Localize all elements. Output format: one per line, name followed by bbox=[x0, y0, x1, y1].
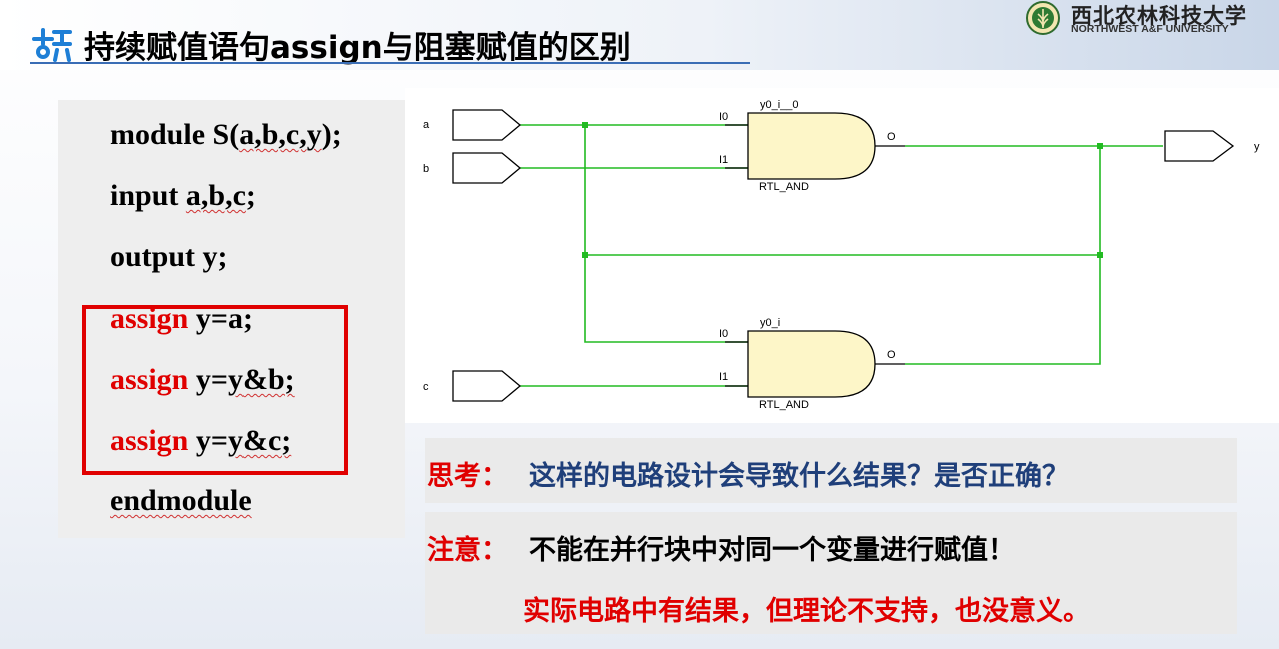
code-text: y bbox=[227, 363, 243, 396]
code-text: y= bbox=[188, 424, 228, 457]
and-gate-top: y0_i__0 I0 I1 O RTL_AND bbox=[719, 99, 905, 193]
gate-name: y0_i__0 bbox=[760, 99, 799, 111]
gate-pin: O bbox=[887, 131, 896, 143]
attention-label: 注意： bbox=[427, 535, 508, 566]
gate-pin: I1 bbox=[719, 371, 728, 383]
university-emblem-icon bbox=[1026, 1, 1060, 35]
code-text: ); bbox=[321, 118, 342, 151]
code-keyword: assign bbox=[110, 363, 189, 396]
and-gate-bottom: y0_i I0 I1 O RTL_AND bbox=[719, 317, 905, 411]
gate-pin: I0 bbox=[719, 111, 728, 123]
attention-text: 不能在并行块中对同一个变量进行赋值！ bbox=[529, 535, 1015, 566]
code-line-assign-3: assign y=y&c; bbox=[110, 424, 291, 458]
logo-chinese-name: 西北农林科技大学 bbox=[1071, 3, 1247, 28]
port-label-a: a bbox=[423, 119, 430, 131]
think-label: 思考： bbox=[427, 461, 508, 492]
wire-out-bottom bbox=[905, 146, 1101, 365]
code-args: a,b,c,y bbox=[239, 118, 322, 151]
code-text: y= bbox=[188, 363, 228, 396]
port-label-c: c bbox=[423, 381, 429, 393]
attention-text-2: 实际电路中有结果，但理论不支持，也没意义。 bbox=[523, 596, 1090, 627]
code-line-input: input a,b,c; bbox=[110, 179, 256, 213]
junction bbox=[1097, 143, 1103, 149]
university-logo: 西北农林科技大学 NORTHWEST A&F UNIVERSITY bbox=[1023, 0, 1279, 38]
code-keyword: endmodule bbox=[110, 484, 252, 517]
code-line-output: output y; bbox=[110, 240, 228, 273]
slide-title: 持续赋值语句assign与阻塞赋值的区别 bbox=[84, 30, 631, 66]
rtl-schematic: a b c y y0_i__0 I0 I1 O RTL_AND y0_i I0 … bbox=[405, 88, 1279, 423]
logo-english-name: NORTHWEST A&F UNIVERSITY bbox=[1071, 23, 1229, 35]
code-line-endmodule: endmodule bbox=[110, 484, 252, 518]
gate-pin: O bbox=[887, 349, 896, 361]
junction bbox=[582, 122, 588, 128]
code-line-module: module S(a,b,c,y); bbox=[110, 118, 342, 152]
attention-note: 注意： 不能在并行块中对同一个变量进行赋值！ 实际电路中有结果，但理论不支持，也… bbox=[425, 512, 1237, 634]
junction bbox=[1097, 252, 1103, 258]
code-line-assign-2: assign y=y&b; bbox=[110, 363, 295, 397]
think-note: 思考： 这样的电路设计会导致什么结果？是否正确？ bbox=[425, 438, 1237, 503]
header-band bbox=[0, 0, 1279, 70]
code-text: &b; bbox=[242, 363, 295, 396]
port-label-y: y bbox=[1254, 141, 1260, 153]
gate-type: RTL_AND bbox=[759, 399, 809, 411]
output-port-y bbox=[1164, 130, 1235, 162]
gate-name: y0_i bbox=[760, 317, 780, 329]
code-keyword: module bbox=[110, 118, 206, 151]
gate-type: RTL_AND bbox=[759, 181, 809, 193]
gate-pin: I0 bbox=[719, 328, 728, 340]
code-text: S( bbox=[205, 118, 240, 151]
port-label-b: b bbox=[423, 163, 429, 175]
input-port-b bbox=[452, 152, 522, 184]
code-text: y bbox=[227, 424, 243, 457]
code-args: a,b,c bbox=[185, 179, 246, 212]
think-text: 这样的电路设计会导致什么结果？是否正确？ bbox=[529, 461, 1069, 492]
wire-branch bbox=[584, 125, 748, 343]
input-port-c bbox=[452, 370, 522, 402]
code-keyword: assign bbox=[110, 424, 189, 457]
code-keyword: input bbox=[110, 179, 179, 212]
junction bbox=[582, 252, 588, 258]
code-text: ; bbox=[245, 179, 256, 212]
molecule-icon bbox=[32, 28, 72, 62]
input-port-a bbox=[452, 109, 522, 141]
code-text bbox=[178, 179, 186, 212]
gate-pin: I1 bbox=[719, 154, 728, 166]
code-text: &c; bbox=[242, 424, 292, 457]
title-underline bbox=[30, 62, 750, 64]
highlight-box bbox=[82, 305, 348, 475]
